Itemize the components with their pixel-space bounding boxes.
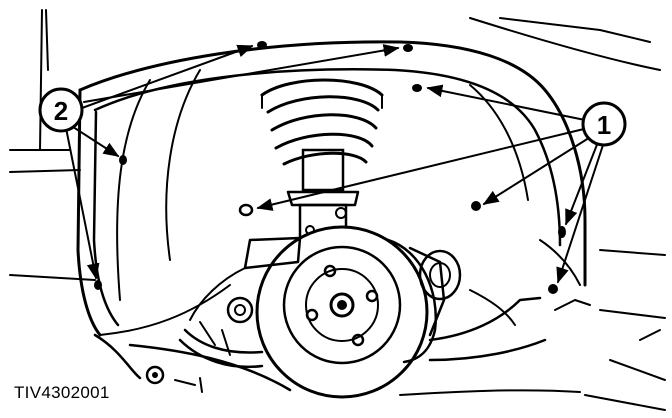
callout-2-label: 2 — [54, 96, 68, 126]
fastener-hole — [558, 226, 566, 238]
fastener-hole — [471, 201, 481, 211]
figure-code: TIV4302001 — [14, 383, 110, 402]
fastener-hole — [403, 44, 413, 52]
callout-2: 2 — [38, 87, 84, 133]
callout-1-label: 1 — [597, 110, 611, 140]
inner-fender-shield — [76, 40, 587, 337]
callout-2-leaders — [65, 44, 400, 280]
coil-spring — [260, 78, 384, 242]
fastener-hole — [238, 203, 254, 217]
callout-1: 1 — [581, 101, 627, 147]
suspension-components — [93, 236, 591, 396]
callout-1-leaders — [256, 84, 605, 284]
fastener-hole — [119, 155, 127, 165]
vehicle-body-lines — [9, 9, 666, 411]
fastener-holes — [94, 41, 566, 294]
fastener-hole — [94, 280, 102, 290]
fastener-hole — [548, 284, 558, 294]
brake-rotor-hub — [255, 225, 462, 399]
fastener-hole — [257, 41, 267, 49]
fastener-hole — [412, 84, 422, 92]
